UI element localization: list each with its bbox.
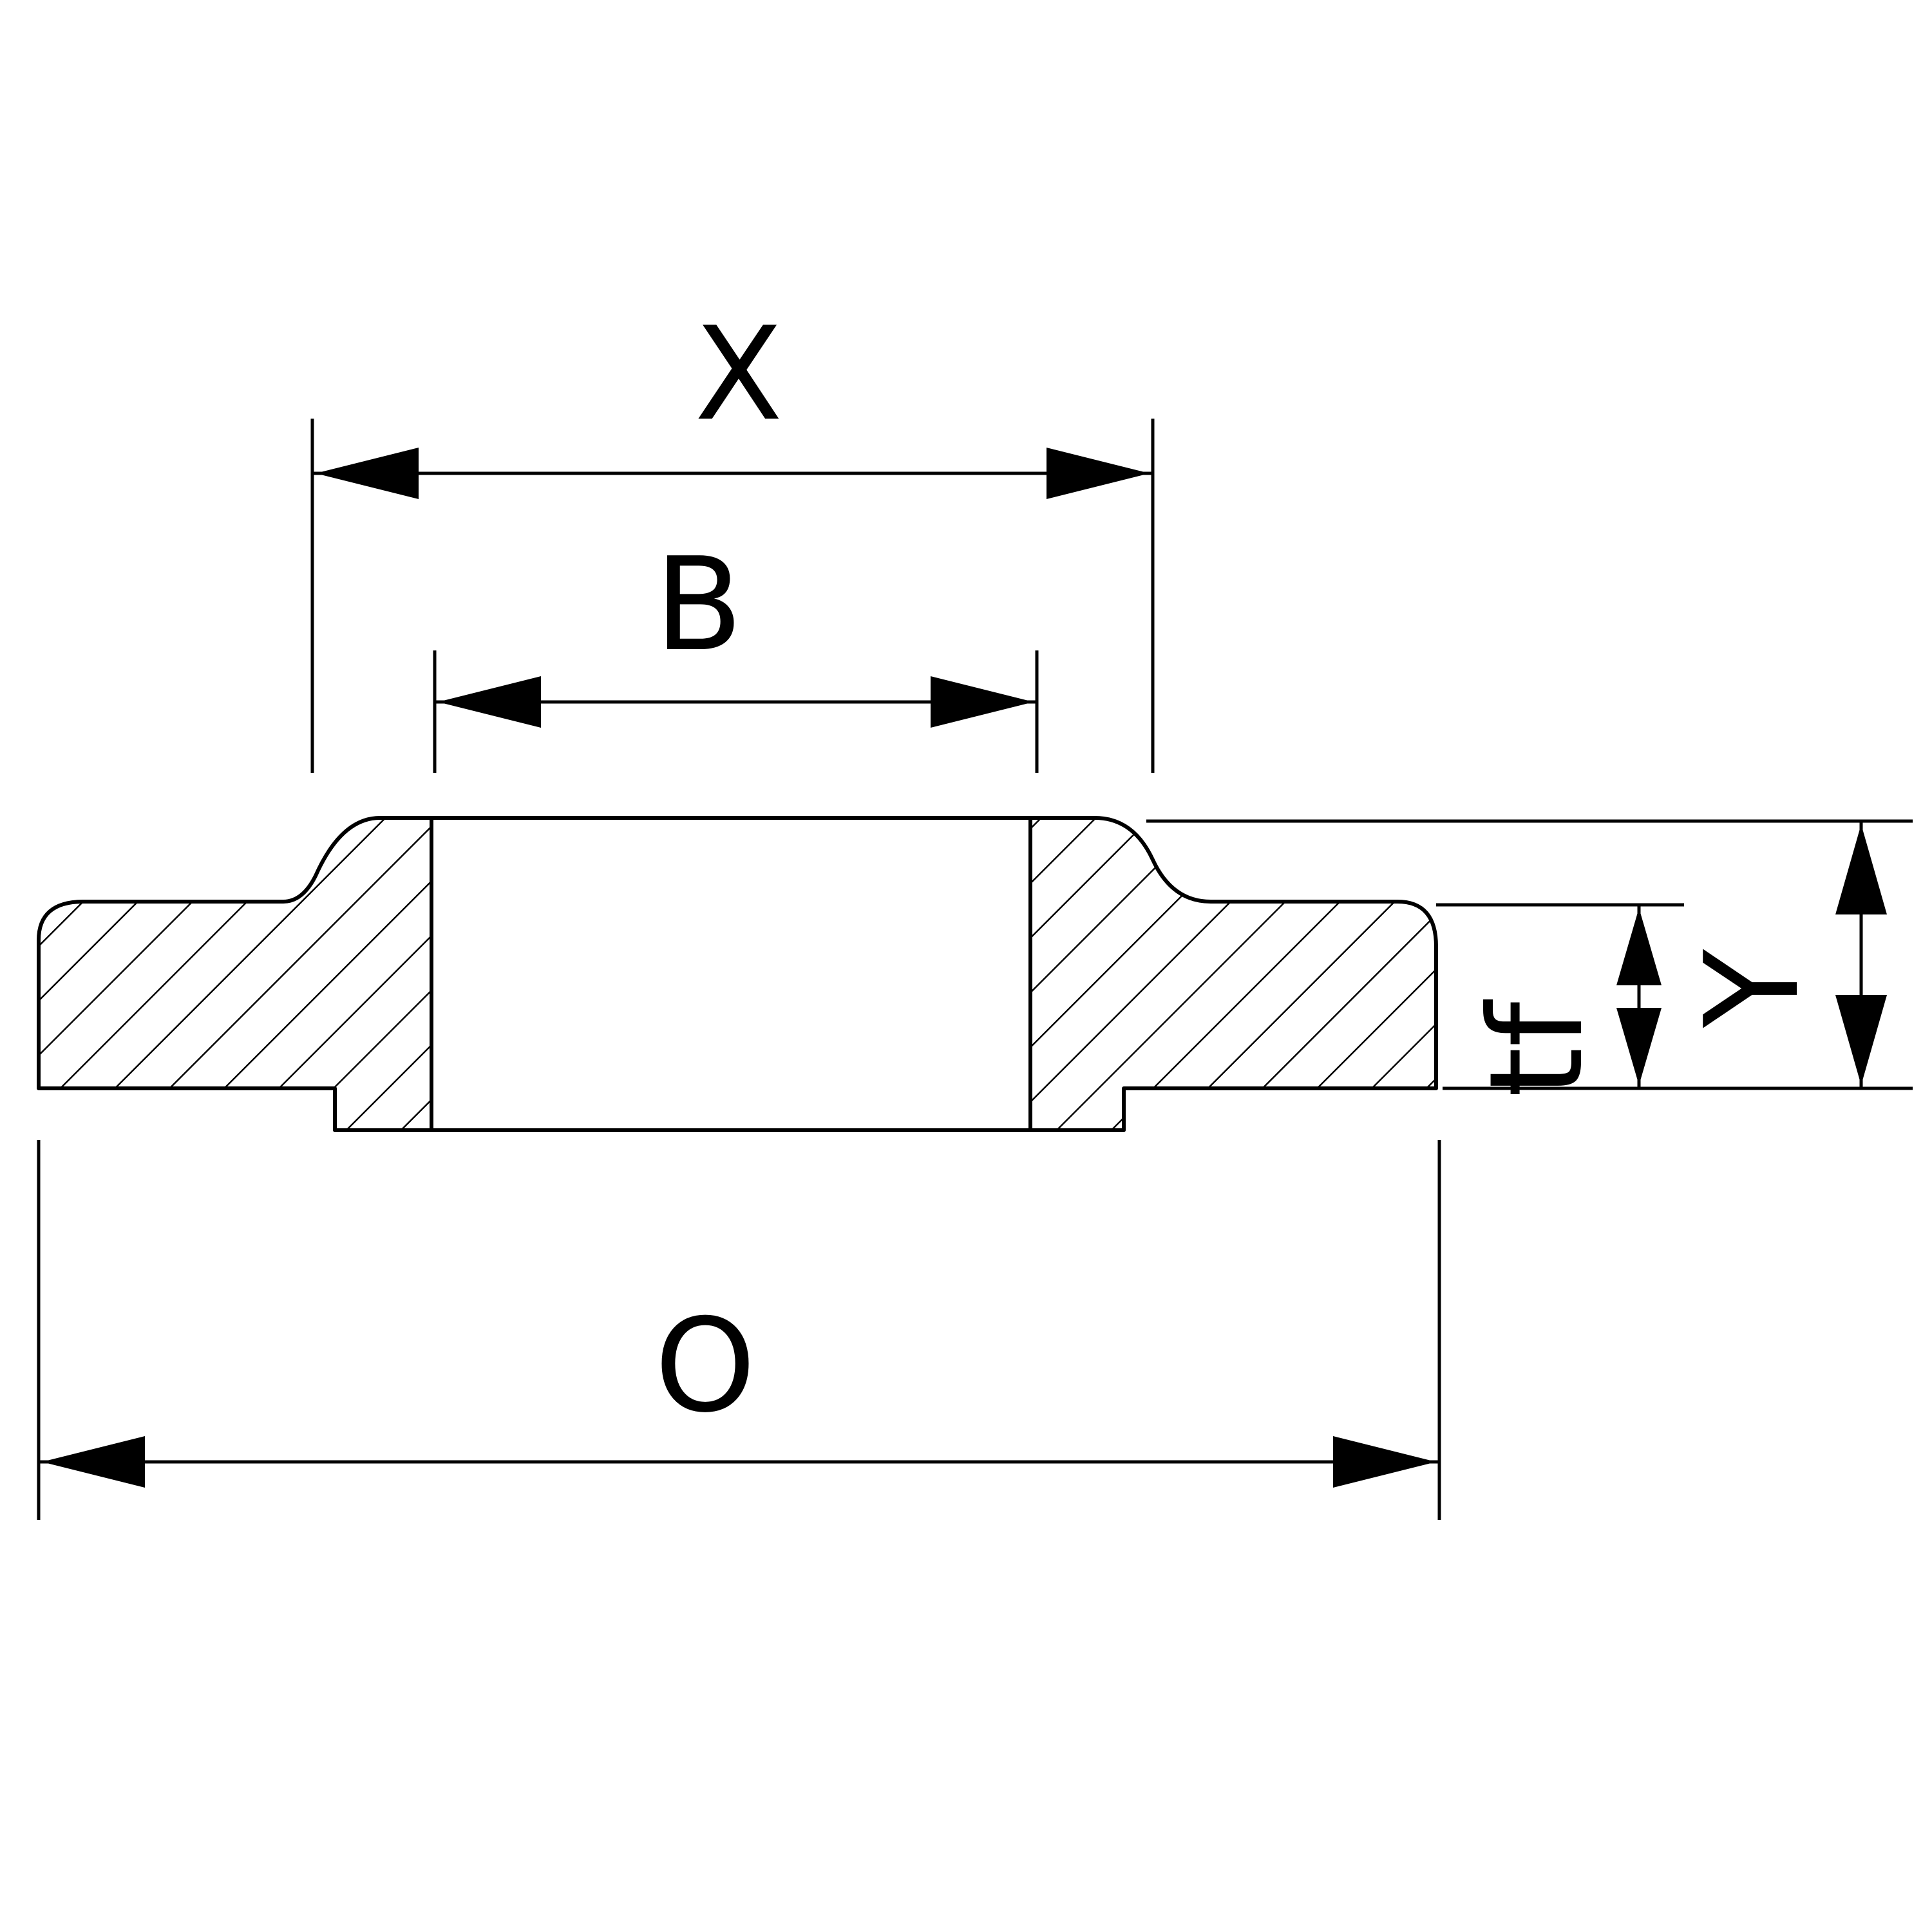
- dimension-x: X: [310, 299, 1155, 773]
- dimension-y: Y: [1146, 819, 1913, 1090]
- dimension-y-label: Y: [1678, 949, 1828, 1028]
- dimension-o-arrow-right: [1333, 1436, 1436, 1488]
- dimension-x-arrow-left: [316, 448, 419, 499]
- dimension-o: O: [37, 1140, 1441, 1520]
- dimension-b-arrow-right: [931, 676, 1034, 728]
- dimension-y-arrow-bottom: [1835, 995, 1887, 1085]
- dimension-tf: tf: [1436, 903, 1684, 1097]
- dimension-x-arrow-right: [1046, 448, 1150, 499]
- bore-section: [430, 816, 1032, 1132]
- left-flange-section: [37, 816, 433, 1132]
- dimension-tf-arrow-top: [1616, 908, 1662, 985]
- dimension-b-label: B: [654, 530, 743, 680]
- right-flange-section: [1028, 816, 1438, 1132]
- dimension-x-label: X: [694, 299, 782, 450]
- dimension-o-label: O: [654, 1291, 755, 1441]
- dimension-tf-label: tf: [1462, 999, 1612, 1097]
- dimension-o-arrow-left: [42, 1436, 145, 1488]
- dimension-b: B: [433, 530, 1039, 773]
- dimension-b-arrow-left: [438, 676, 541, 728]
- dimension-y-arrow-top: [1835, 824, 1887, 914]
- dimension-tf-arrow-bottom: [1616, 1008, 1662, 1085]
